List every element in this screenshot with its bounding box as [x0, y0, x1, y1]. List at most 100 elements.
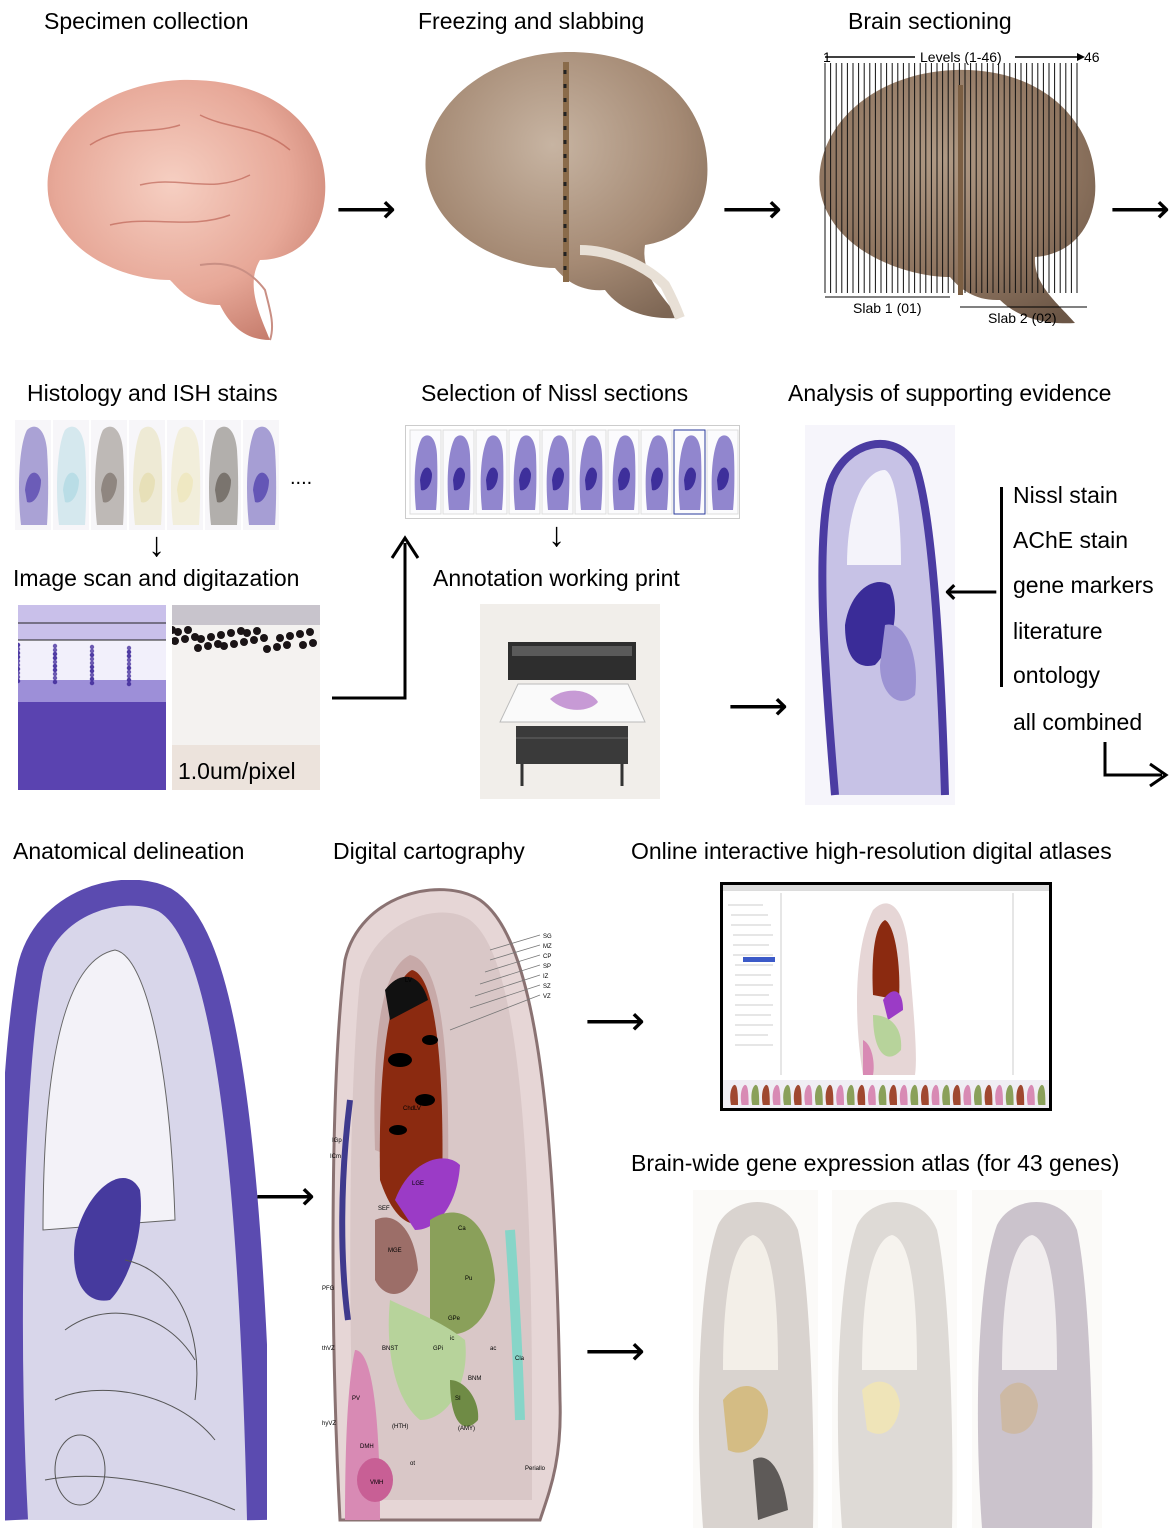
arrow-up-elbow-icon [330, 528, 420, 703]
region-label: PFG [322, 1286, 335, 1292]
cell-dot [194, 644, 202, 652]
nissl-thumb [542, 430, 573, 514]
cell-dot [283, 641, 291, 649]
stain-section-thumb [15, 420, 51, 530]
arrow-right-icon: ⟶ [728, 685, 788, 727]
cell-dot [90, 649, 94, 653]
stain-section-strip [15, 420, 285, 530]
arrow-right-icon: ⟶ [722, 188, 782, 230]
cell-dot [90, 661, 94, 665]
step-cartography-title: Digital cartography [333, 840, 525, 863]
cell-dot [260, 634, 268, 642]
region-label: (AMY) [458, 1426, 475, 1432]
layer-label: CP [543, 954, 551, 960]
arrow-down-icon: ↓ [548, 518, 565, 552]
cell-dot [53, 676, 57, 680]
gene-expression-panel [832, 1190, 957, 1528]
arrow-right-icon: ⟶ [585, 1330, 645, 1372]
region-label: ic [450, 1336, 454, 1342]
cell-dot [53, 668, 57, 672]
scan-resolution-label: 1.0um/pixel [178, 760, 296, 783]
nissl-thumb [641, 430, 672, 514]
slab2-label: Slab 2 (02) [988, 311, 1056, 325]
nissl-thumb [509, 430, 540, 514]
cell-dot [127, 666, 131, 670]
cell-dot [127, 658, 131, 662]
region-label: ac [490, 1346, 496, 1352]
region-label: GPe [448, 1316, 461, 1322]
cell-dot [263, 645, 271, 653]
cell-dot [90, 653, 94, 657]
arrow-right-icon: ⟶ [336, 188, 396, 230]
layer-label: SZ [543, 984, 551, 990]
cell-dot [127, 674, 131, 678]
arrow-down-right-elbow-icon [1100, 740, 1170, 790]
arrow-right-icon: ⟶ [1110, 188, 1170, 230]
stain-section-thumb [205, 420, 241, 530]
evidence-item: ontology [1013, 664, 1100, 687]
region-label: LGE [412, 1181, 424, 1187]
step-gene-atlas-title: Brain-wide gene expression atlas (for 43… [631, 1152, 1119, 1175]
evidence-item: literature [1013, 620, 1102, 643]
nissl-thumb [707, 430, 738, 514]
cell-dot [53, 656, 57, 660]
nissl-thumb [608, 430, 639, 514]
region-label: PV [352, 1396, 360, 1402]
cell-dot [127, 662, 131, 666]
region-label: DMH [360, 1444, 374, 1450]
cell-dot [53, 672, 57, 676]
region-label: SEF [378, 1206, 390, 1212]
region-label: Ca [458, 1226, 466, 1232]
region-label: SI [455, 1396, 461, 1402]
cell-dot [53, 660, 57, 664]
region-label: Cla [515, 1356, 525, 1362]
gene-expression-panel [693, 1190, 818, 1528]
region-label: BNM [468, 1376, 481, 1382]
cell-dot [207, 633, 215, 641]
nissl-thumb [674, 430, 705, 514]
cell-dot [276, 634, 284, 642]
region-label: Pu [465, 1276, 472, 1282]
region-label: thVZ [322, 1346, 335, 1352]
level-end-label: 46 [1084, 50, 1100, 64]
cell-dot [53, 680, 57, 684]
cell-dot [127, 670, 131, 674]
cell-dot [53, 648, 57, 652]
step-scan-title: Image scan and digitazation [13, 567, 299, 590]
arrow-down-icon: ↓ [148, 528, 165, 562]
cell-dot [127, 654, 131, 658]
evidence-item: gene markers [1013, 574, 1154, 597]
cell-dot [90, 665, 94, 669]
cell-dot [127, 650, 131, 654]
layer-label: MZ [543, 944, 552, 950]
region-label: LV [405, 978, 412, 984]
cell-dot [273, 643, 281, 651]
evidence-item: Nissl stain [1013, 484, 1118, 507]
cell-dot [174, 628, 182, 636]
cell-dot [127, 646, 131, 650]
nissl-section-image [805, 425, 955, 805]
nissl-thumb [443, 430, 474, 514]
evidence-bracket [1000, 487, 1003, 687]
stain-section-thumb [91, 420, 127, 530]
region-label: ChdLV [403, 1106, 421, 1112]
cell-dot [286, 632, 294, 640]
nissl-selection-strip [405, 425, 740, 519]
cell-dot [53, 664, 57, 668]
step-histology-title: Histology and ISH stains [27, 382, 278, 405]
fresh-brain-photo [30, 55, 335, 345]
step-analysis-title: Analysis of supporting evidence [788, 382, 1111, 405]
sectioned-brain-diagram: 1 Levels (1-46) 46 Slab 1 (01) Slab 2 (0… [815, 45, 1105, 335]
level-start-label: 1 [823, 50, 831, 64]
stain-section-thumb [129, 420, 165, 530]
slab1-label: Slab 1 (01) [853, 301, 921, 315]
step-delineation-title: Anatomical delineation [13, 840, 244, 863]
cell-dot [220, 642, 228, 650]
region-label: MGE [388, 1248, 402, 1254]
region-label: (HTH) [392, 1424, 408, 1430]
stain-section-thumb [167, 420, 203, 530]
cell-dot [181, 635, 189, 643]
cell-dot [90, 673, 94, 677]
cell-dot [53, 644, 57, 648]
cell-dot [53, 652, 57, 656]
